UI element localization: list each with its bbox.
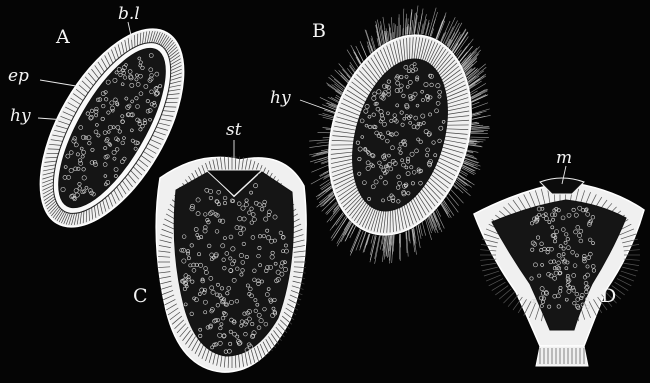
- figure-a-letter: A: [56, 28, 70, 47]
- pointer-ep: [40, 80, 76, 86]
- figure-a-label-bl: b.l: [118, 6, 140, 23]
- figure-c-drawing: [156, 156, 306, 372]
- figure-d-label-m: m: [556, 150, 572, 167]
- figure-a-label-ep: ep: [8, 68, 29, 85]
- figure-a-label-hy: hy: [10, 108, 31, 125]
- figure-c-letter: C: [133, 287, 148, 306]
- figure-b-label-hy: hy: [270, 90, 291, 107]
- figure-b-letter: B: [312, 22, 326, 41]
- figure-d-letter: D: [601, 287, 616, 306]
- figure-b-drawing: [280, 0, 520, 285]
- figure-c-label-st: st: [226, 122, 242, 139]
- figure-d-drawing: [474, 178, 644, 366]
